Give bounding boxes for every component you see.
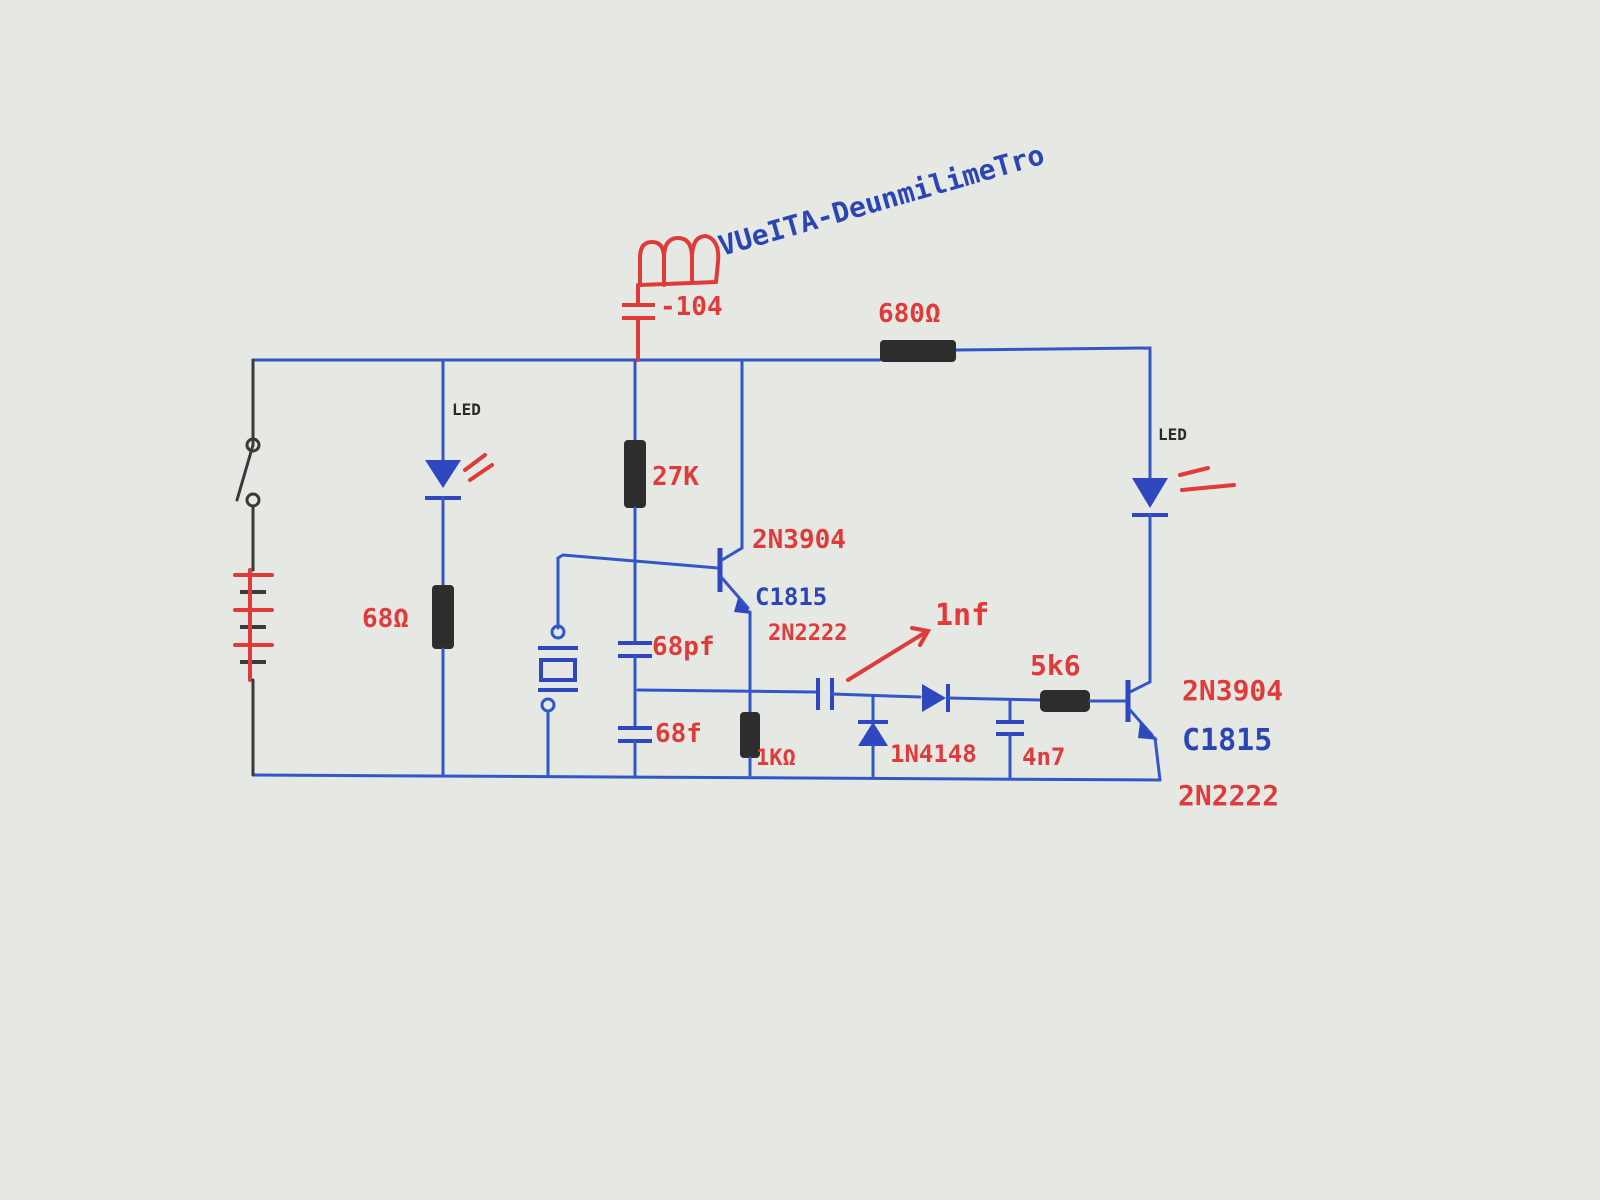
battery-symbol — [233, 568, 274, 682]
q1-label-2: C1815 — [755, 583, 827, 611]
led-left-label: LED — [452, 400, 481, 419]
resistor-5k6 — [1040, 690, 1090, 712]
q1-label-1: 2N3904 — [752, 525, 846, 555]
crystal-top-node — [550, 624, 566, 640]
led-right-label: LED — [1158, 425, 1187, 444]
q1-label-3: 2N2222 — [768, 621, 847, 646]
led-right-light-arrows — [1178, 466, 1236, 492]
led-right-symbol — [1132, 478, 1168, 517]
q2-emitter-arrow — [1138, 722, 1158, 740]
q1-emitter-arrow — [734, 598, 752, 614]
switch-contact-top — [245, 437, 261, 453]
cap-68pf-label: 68pf — [652, 632, 715, 662]
cap-1nf-label: 1nf — [935, 598, 989, 633]
signal-wire-mid — [830, 692, 922, 699]
resistor-5k6-label: 5k6 — [1030, 649, 1081, 682]
coil-note-label: VUeITA-DeunmilimeTro — [715, 138, 1048, 263]
cap-104-label: -104 — [660, 292, 723, 322]
diode-shunt-symbol — [858, 722, 888, 746]
q1-base-wire — [556, 553, 720, 570]
diode-label: 1N4148 — [890, 740, 977, 768]
cap-68f-label: 68f — [655, 719, 702, 749]
q1-collector-wire — [720, 358, 744, 562]
q2-label-1: 2N3904 — [1182, 674, 1283, 707]
crystal-bottom-node — [540, 697, 556, 713]
cap-4n7-label: 4n7 — [1022, 743, 1065, 771]
switch-lever — [235, 443, 255, 502]
resistor-680-label: 680Ω — [878, 299, 941, 329]
bottom-rail-wire — [251, 773, 1162, 782]
cap-1nf-pointer-head — [910, 626, 932, 647]
coil-symbol — [638, 233, 721, 287]
cap-1nf-pointer — [846, 630, 928, 682]
q2-label-2: C1815 — [1182, 723, 1272, 758]
crystal-symbol — [538, 646, 578, 692]
resistor-27k — [624, 440, 646, 508]
diode-series-symbol — [922, 684, 946, 712]
q2-collector-wire — [1128, 513, 1152, 694]
q2-label-3: 2N2222 — [1178, 779, 1279, 812]
resistor-680 — [880, 340, 956, 362]
signal-wire-left — [636, 688, 817, 694]
signal-wire-right — [946, 696, 1042, 702]
resistor-1k — [740, 712, 760, 758]
top-rail-right-wire — [953, 346, 1152, 480]
led-left-symbol — [425, 460, 461, 500]
q1-emitter-lead — [720, 576, 750, 610]
resistor-27k-label: 27K — [652, 462, 699, 492]
led-left-light-arrows — [463, 453, 494, 482]
resistor-68 — [432, 585, 454, 649]
resistor-1k-label: 1KΩ — [756, 746, 796, 771]
switch-contact-bottom — [245, 492, 261, 508]
resistor-68-label: 68Ω — [362, 604, 409, 634]
q2-emitter-wire — [1153, 736, 1162, 782]
